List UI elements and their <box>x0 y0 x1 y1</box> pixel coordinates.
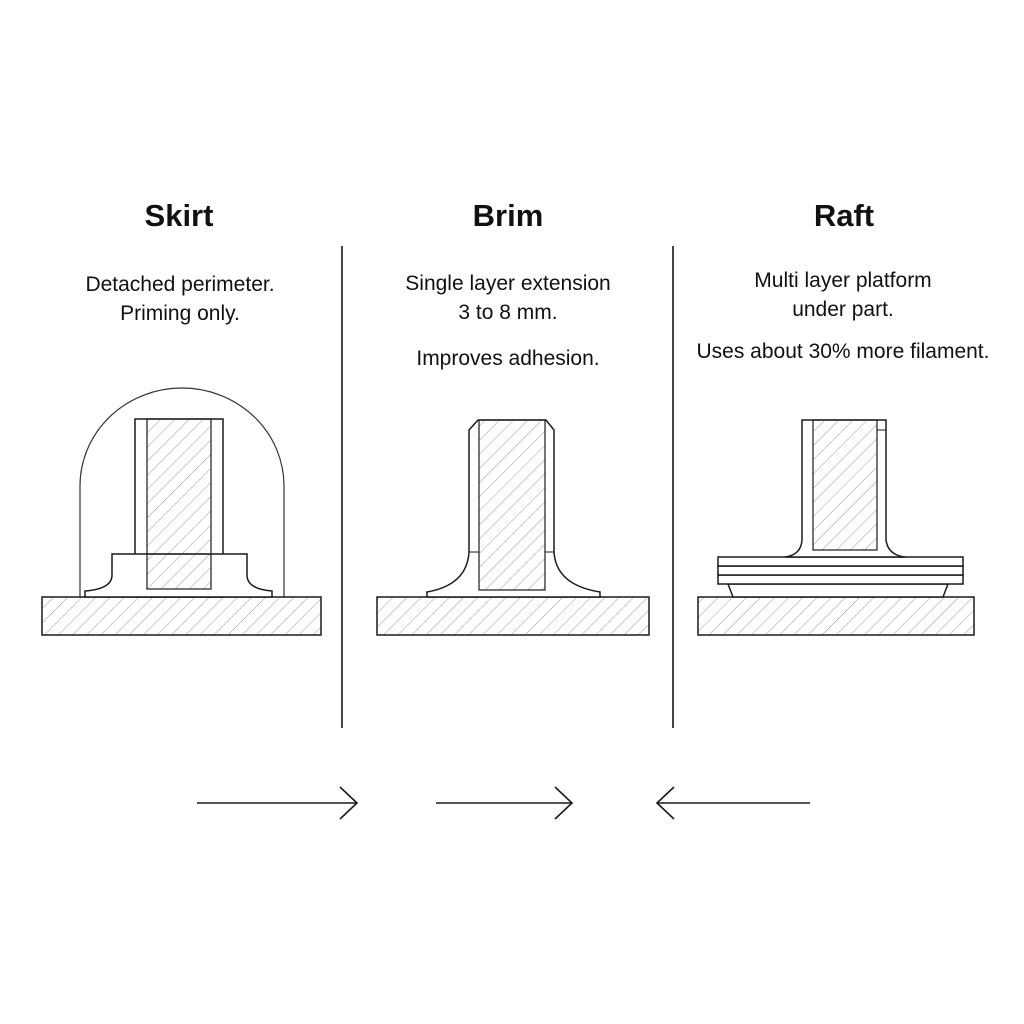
skirt-outline <box>79 387 285 597</box>
raft-note: Uses about 30% more filament. <box>696 340 990 363</box>
skirt-description: Detached perimeter. Priming only. <box>10 270 350 328</box>
raft-desc-line-1: Multi layer platform <box>754 269 932 292</box>
raft-layer-1 <box>717 556 964 567</box>
brim-diagram <box>376 419 650 636</box>
brim-desc-line-1: Single layer extension <box>405 272 611 295</box>
brim-part-core <box>478 419 546 591</box>
divider-right <box>672 246 674 728</box>
raft-part-core <box>812 419 878 551</box>
raft-title: Raft <box>813 198 875 233</box>
skirt-diagram <box>41 387 322 636</box>
raft-description: Multi layer platform under part. <box>673 266 1013 324</box>
skirt-bed <box>41 596 322 636</box>
arrow-left-3 <box>655 786 810 820</box>
brim-title: Brim <box>472 198 544 233</box>
arrow-right-2 <box>436 786 574 820</box>
brim-bed <box>376 596 650 636</box>
brim-note: Improves adhesion. <box>416 347 600 370</box>
divider-left <box>341 246 343 728</box>
raft-diagram <box>697 419 975 636</box>
arrow-right-1 <box>197 786 359 820</box>
skirt-desc-line-1: Detached perimeter. <box>85 273 275 296</box>
skirt-title: Skirt <box>144 198 214 233</box>
raft-desc-line-2: under part. <box>792 298 894 321</box>
raft-layer-2 <box>717 565 964 576</box>
brim-description: Single layer extension 3 to 8 mm. <box>338 269 678 327</box>
skirt-part-core-lower <box>146 553 212 590</box>
skirt-desc-line-2: Priming only. <box>120 302 240 325</box>
raft-base-pad <box>726 583 950 598</box>
brim-desc-line-2: 3 to 8 mm. <box>458 301 558 324</box>
raft-bed <box>697 596 975 636</box>
raft-layer-3 <box>717 574 964 585</box>
